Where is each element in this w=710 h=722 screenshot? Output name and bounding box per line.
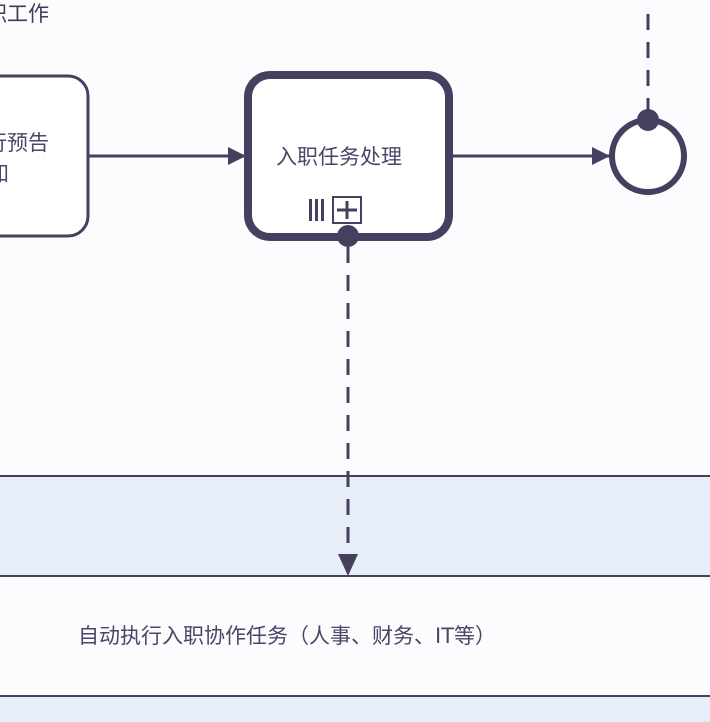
left-task-label-line2: 知	[0, 158, 9, 188]
message-flow-down-arrowhead	[338, 554, 358, 576]
lane-label: 职工作	[0, 2, 49, 26]
left-task-label-line1: 行预告	[0, 131, 49, 155]
collapsed-subprocess-plus-icon[interactable]	[332, 196, 362, 224]
left-task-box[interactable]	[0, 74, 90, 238]
parallel-multi-instance-icon	[309, 199, 324, 221]
band-label: 自动执行入职协作任务（人事、财务、IT等）	[78, 624, 497, 648]
band-middle	[0, 576, 710, 696]
main-task-label: 入职任务处理	[276, 145, 402, 169]
message-flow-down-dot	[337, 225, 359, 247]
message-flow-top-dot	[637, 109, 659, 131]
band-upper	[0, 476, 710, 576]
band-lower	[0, 696, 710, 722]
